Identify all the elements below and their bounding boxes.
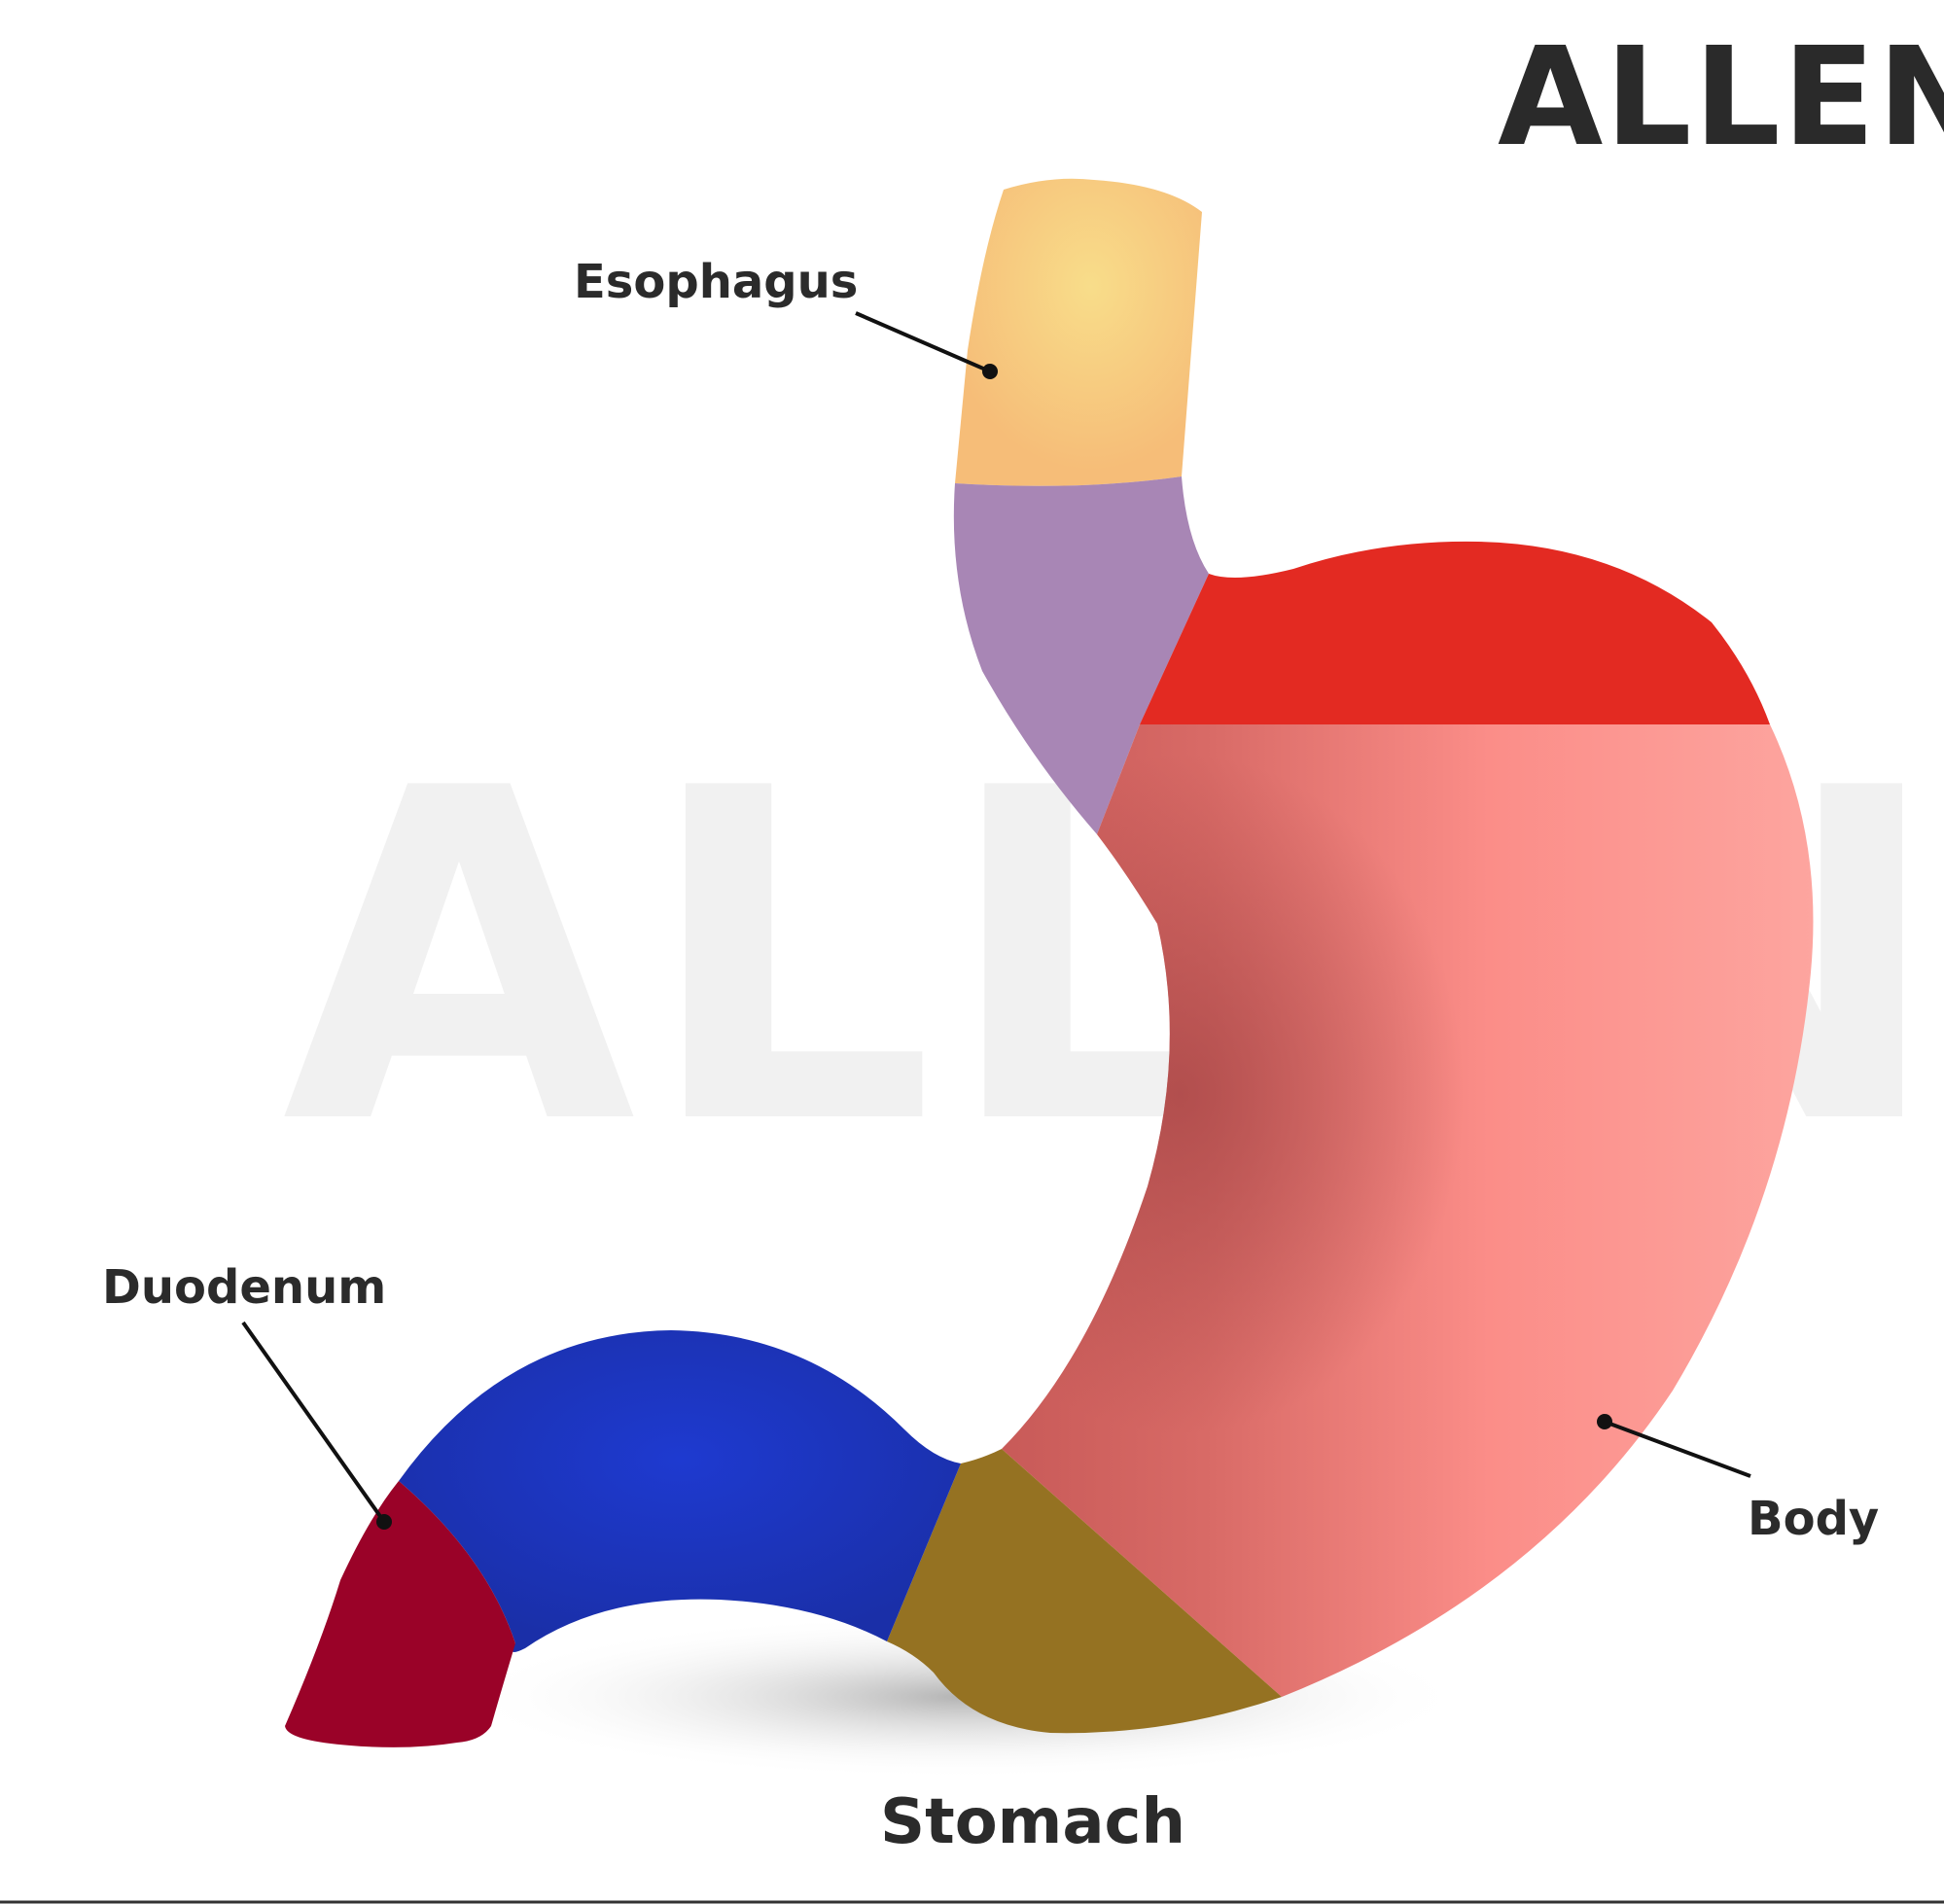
body-pointer-dot: [1597, 1414, 1612, 1429]
esophagus-leader: [855, 311, 991, 373]
pylorus-segment: [887, 1449, 1282, 1734]
body-leader: [1604, 1420, 1751, 1478]
allen-logo: ALLEN: [1498, 18, 1944, 177]
duodenum-tube-segment: [399, 1330, 961, 1652]
esophagus-label: Esophagus: [574, 255, 858, 309]
duodenum-pointer-dot: [376, 1514, 392, 1530]
duodenum-label: Duodenum: [102, 1260, 386, 1315]
fundus-segment: [1140, 541, 1770, 724]
duodenum-end-segment: [285, 1481, 515, 1747]
body-label: Body: [1748, 1492, 1879, 1546]
body-shading: [1002, 724, 1814, 1697]
cardia-segment: [953, 476, 1209, 834]
esophagus-pointer-dot: [982, 364, 998, 379]
duodenum-leader: [241, 1321, 386, 1524]
diagram-title: Stomach: [880, 1786, 1185, 1858]
esophagus-segment: [955, 178, 1202, 486]
